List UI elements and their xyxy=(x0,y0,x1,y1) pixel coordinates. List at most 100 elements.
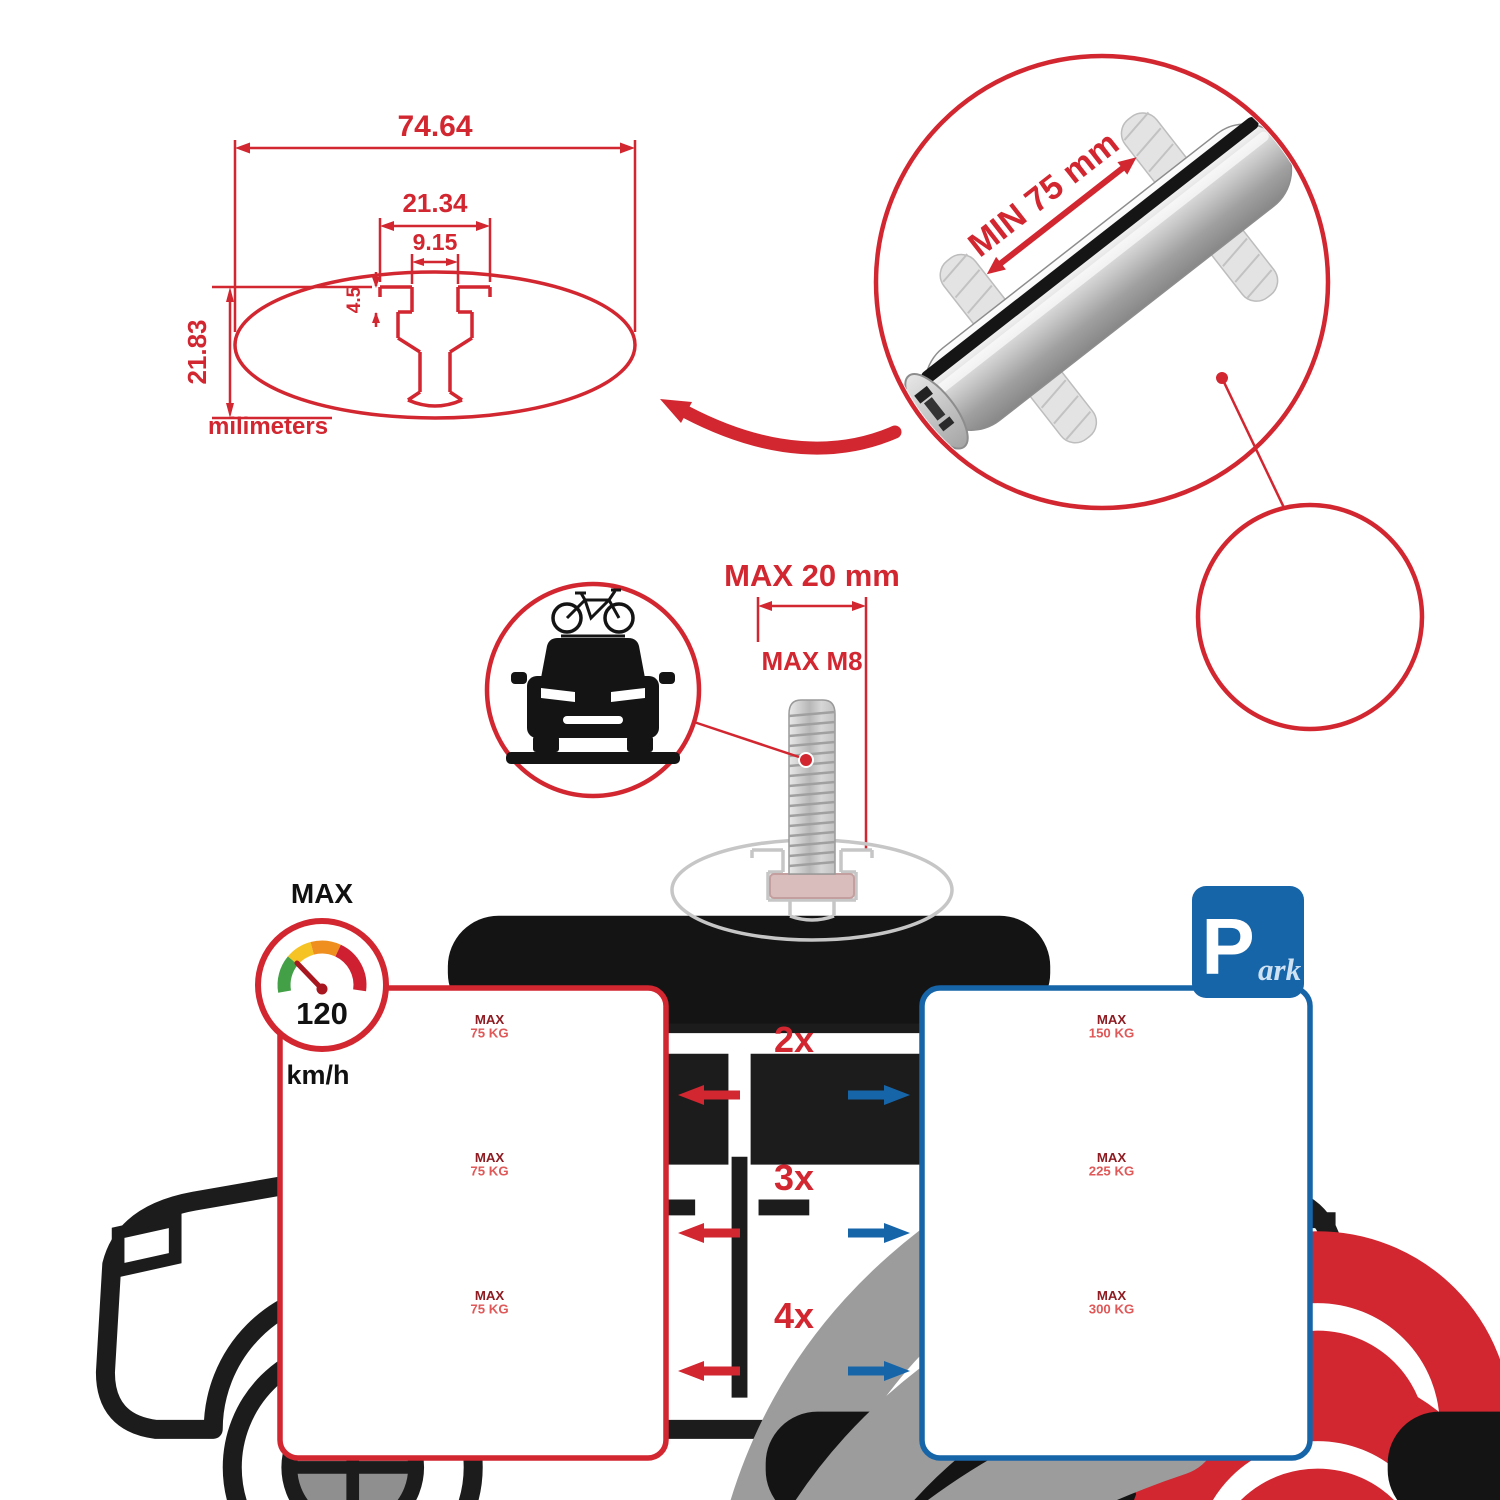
dim-lip-depth: 4.5 xyxy=(344,286,365,313)
gauge-pivot xyxy=(316,983,328,995)
t-slot-profile xyxy=(378,285,492,408)
load-tag: MAX 75 KG xyxy=(470,1288,508,1317)
end-cap-slot xyxy=(914,385,933,404)
car-body-front xyxy=(527,676,659,738)
rubber-channel-strip xyxy=(921,117,1259,384)
dim-915-lines xyxy=(410,254,460,284)
load-tag-value: 225 KG xyxy=(1089,1164,1135,1179)
ghost-slot-profile xyxy=(750,848,874,922)
load-tag-value: 75 KG xyxy=(470,1164,508,1179)
max-protrusion-label: MAX 20 mm xyxy=(724,558,900,593)
gauge-segment-yellow xyxy=(287,942,315,966)
min-span-arrow-head xyxy=(1117,157,1137,175)
dim-arrow xyxy=(620,142,635,154)
gauge-segment-red xyxy=(335,944,367,992)
load-tag: MAX 225 KG xyxy=(1089,1150,1500,1500)
dim-arrow xyxy=(226,287,234,302)
car-front-view xyxy=(506,588,680,764)
dim-boss-width: 21.34 xyxy=(402,188,468,218)
load-tag-value: 300 KG xyxy=(1089,1302,1135,1317)
load-tag-value: 150 KG xyxy=(1089,1026,1135,1041)
bar-count-column: 2x 3x 4x xyxy=(678,1019,910,1381)
bumper-slit xyxy=(563,716,623,724)
load-tag-max: MAX xyxy=(1097,1012,1127,1027)
end-cap-notch xyxy=(938,416,955,432)
bike-frame xyxy=(561,588,625,638)
red-arrow-head xyxy=(678,1223,704,1243)
units-label: milimeters xyxy=(208,413,328,440)
multiplier-label: 2x xyxy=(774,1019,814,1060)
pointer-arrow-head xyxy=(660,399,692,423)
load-tag-max: MAX xyxy=(475,1012,505,1027)
dim-2134-lines xyxy=(378,218,492,282)
gauge-needle xyxy=(294,960,325,992)
bolt-dim-lines xyxy=(756,597,868,850)
dim-arrow xyxy=(380,221,394,231)
blue-arrow-head xyxy=(884,1361,910,1381)
dim-arrow xyxy=(476,221,490,231)
speed-max-label: MAX xyxy=(291,878,354,909)
load-tag: MAX 75 KG xyxy=(470,1150,1500,1500)
load-tag: MAX 300 KG xyxy=(1089,1288,1135,1317)
suv-circle xyxy=(105,502,1425,1500)
gauge-segment-orange xyxy=(310,940,341,957)
car-cabin xyxy=(541,638,645,678)
parking-suffix: ark xyxy=(1258,952,1302,987)
parking-sign xyxy=(1192,886,1304,998)
min-span-arrow-head xyxy=(986,256,1006,275)
max-thread-label: MAX M8 xyxy=(761,646,862,676)
cross-section-drawing: 74.64 21.34 9.15 4.5 21.83 milimeters xyxy=(182,110,637,440)
bar-highlight xyxy=(932,131,1269,397)
headlight xyxy=(611,688,645,702)
dim-arrow xyxy=(226,403,234,418)
load-tag-max: MAX xyxy=(475,1150,505,1165)
blue-arrow-head xyxy=(884,1085,910,1105)
dim-opening-width: 9.15 xyxy=(413,229,458,255)
ground-bar xyxy=(506,752,680,764)
multiplier-label: 3x xyxy=(774,1157,814,1198)
dim-arrow xyxy=(372,312,380,323)
end-cap-channel xyxy=(923,397,946,421)
dim-arrow xyxy=(446,258,458,266)
bike-wheel xyxy=(603,602,635,634)
side-mirror xyxy=(659,672,675,684)
suv-circle-outline xyxy=(1195,502,1425,732)
dim-74-lines xyxy=(233,140,637,332)
dim-arrow xyxy=(758,601,772,611)
headlight xyxy=(541,688,575,702)
dim-arrow xyxy=(372,277,380,288)
load-tag-value: 75 KG xyxy=(470,1026,508,1041)
bike-wheel xyxy=(551,602,583,634)
speed-unit: km/h xyxy=(286,1060,349,1090)
pointer-arrow xyxy=(660,399,902,455)
dim-overall-height: 21.83 xyxy=(182,319,212,384)
load-tag-value: 75 KG xyxy=(470,1302,508,1317)
load-tag: MAX 75 KG xyxy=(470,1012,1500,1500)
load-tag: MAX 150 KG xyxy=(1089,1012,1500,1500)
callout-dot xyxy=(798,752,814,768)
profile-ellipse xyxy=(233,270,637,420)
min-span-arrow-shaft xyxy=(997,164,1126,267)
red-arrow-head xyxy=(678,1085,704,1105)
dim-overall-width: 74.64 xyxy=(397,110,472,143)
parking-panel: P ark MAX 150 KG MAX 225 KG MAX 300 KG xyxy=(919,886,1500,1500)
parking-panel-border xyxy=(919,985,1313,1461)
side-mirror xyxy=(511,672,527,684)
bolt-spec: MAX 20 mm MAX M8 xyxy=(670,558,954,942)
pointer-arrow-shaft xyxy=(679,405,902,455)
multiplier-label: 4x xyxy=(774,1295,814,1336)
callout-leader xyxy=(1220,377,1289,515)
callout-leader xyxy=(693,720,800,759)
speed-value: 120 xyxy=(296,996,348,1031)
dim-arrow xyxy=(852,601,866,611)
blue-arrow-head xyxy=(884,1223,910,1243)
red-arrow-head xyxy=(678,1361,704,1381)
wheel-front-view xyxy=(627,736,653,752)
dim-arrow xyxy=(412,258,424,266)
t-bolt-head xyxy=(769,873,855,899)
load-tag-max: MAX xyxy=(1097,1150,1127,1165)
driving-panel-border xyxy=(277,985,669,1461)
driving-panel: MAX 120 km/h MAX 75 KG MAX 75 KG MAX 75 … xyxy=(255,878,1500,1500)
